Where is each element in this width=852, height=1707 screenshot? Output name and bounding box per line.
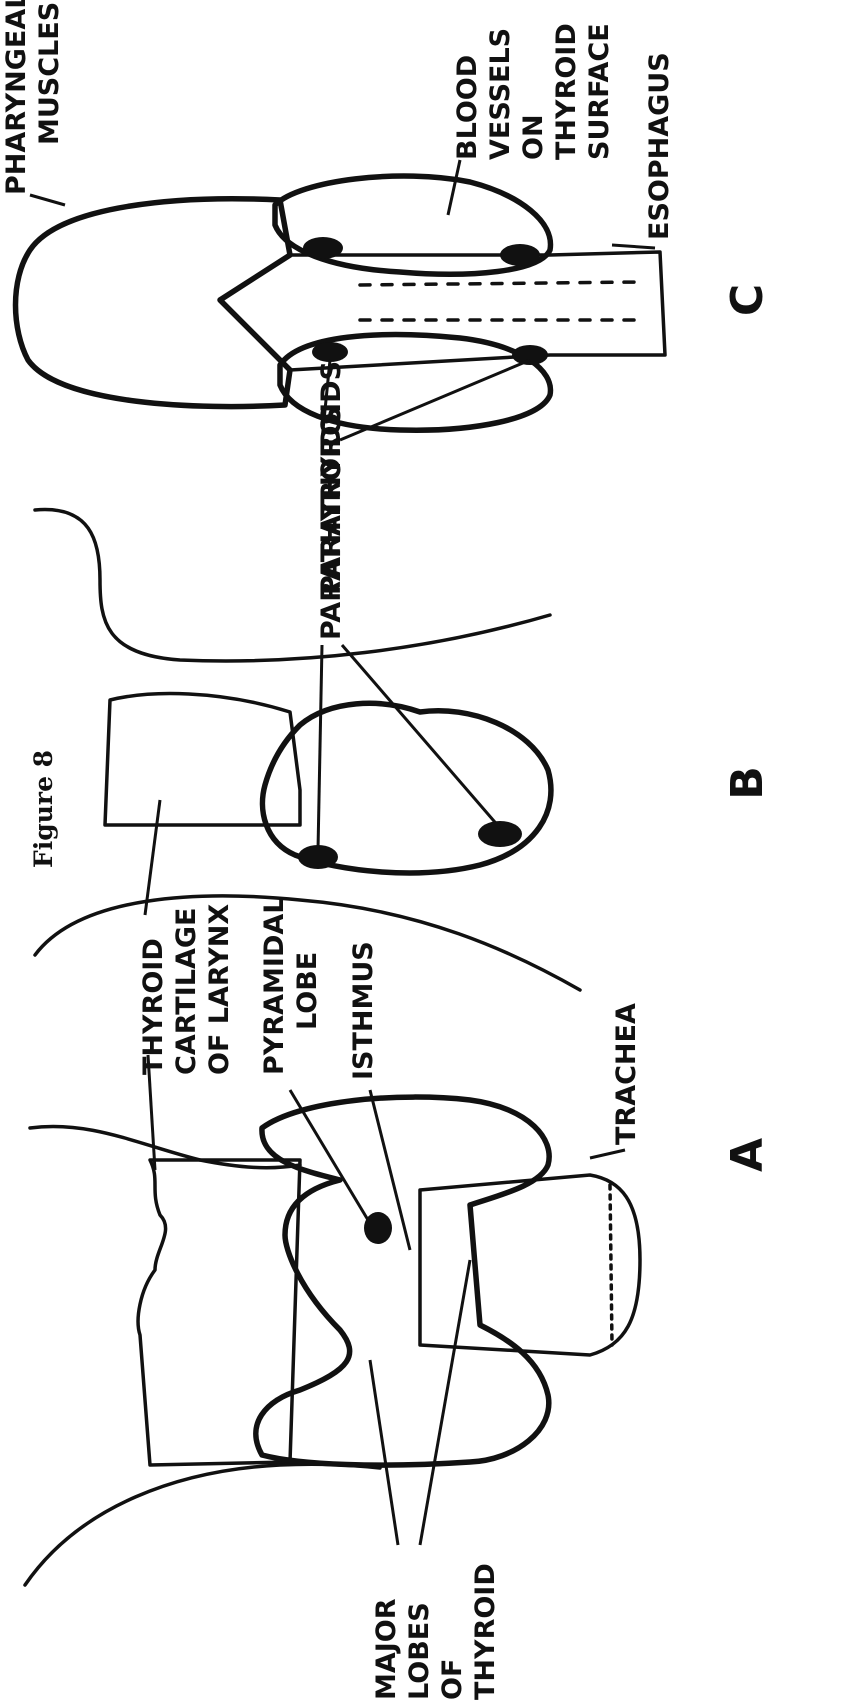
label-pyramidal-lobe-2: LOBE <box>292 952 323 1030</box>
label-blood-vessels-5: SURFACE <box>584 23 615 160</box>
panel-letter-b: B <box>722 766 773 800</box>
label-thyroid-cartilage-1: THYROID <box>138 938 169 1075</box>
trachea-a <box>420 1175 640 1355</box>
label-blood-vessels-1: BLOOD <box>452 55 483 160</box>
label-esophagus: ESOPHAGUS <box>644 52 675 240</box>
parathyroid-c-4 <box>512 345 548 365</box>
label-pharyngeal-muscles-2: MUSCLES <box>34 2 65 145</box>
label-major-lobes-3: OF <box>437 1659 468 1700</box>
panel-a-drawing <box>25 1055 640 1585</box>
thyroid-cartilage-b <box>105 694 300 825</box>
thyroid-lobe-b <box>263 703 551 873</box>
label-major-lobes-1: MAJOR <box>371 1598 402 1700</box>
parathyroid-b-2 <box>478 821 522 847</box>
neck-outline-b-upper <box>35 510 550 661</box>
parathyroid-c-3 <box>312 342 348 362</box>
pyramidal-lobe-a <box>364 1212 392 1244</box>
label-blood-vessels-4: THYROID <box>551 23 582 160</box>
label-thyroid-cartilage-3: OF LARYNX <box>204 904 235 1075</box>
label-pharyngeal-muscles-1: PHARYNGEAL <box>1 0 32 195</box>
panel-b-drawing <box>35 510 580 990</box>
label-blood-vessels-2: VESSELS <box>485 28 516 160</box>
label-blood-vessels-3: ON <box>518 114 549 160</box>
parathyroid-c-1 <box>303 237 343 259</box>
label-pyramidal-lobe-1: PYRAMIDAL <box>259 897 290 1075</box>
label-trachea: TRACHEA <box>611 1003 642 1145</box>
panel-letter-c: C <box>722 284 773 316</box>
thyroid-gland-a <box>256 1097 549 1465</box>
parathyroid-c-2 <box>500 244 540 266</box>
neck-outline-a-lower <box>25 1464 380 1585</box>
label-thyroid-cartilage-2: CARTILAGE <box>171 908 202 1075</box>
label-major-lobes-2: LOBES <box>404 1602 435 1700</box>
label-major-lobes-4: THYROID <box>470 1563 501 1700</box>
esophagus-shape <box>220 252 665 370</box>
label-isthmus: ISTHMUS <box>348 941 379 1080</box>
figure-caption: Figure 8 <box>29 750 58 868</box>
thyroid-cartilage-a <box>138 1160 300 1465</box>
panel-letter-a: A <box>722 1138 773 1172</box>
label-parathyroids-c: PARATHYROIDS <box>316 361 347 595</box>
pharyngeal-muscles-shape <box>16 199 291 407</box>
